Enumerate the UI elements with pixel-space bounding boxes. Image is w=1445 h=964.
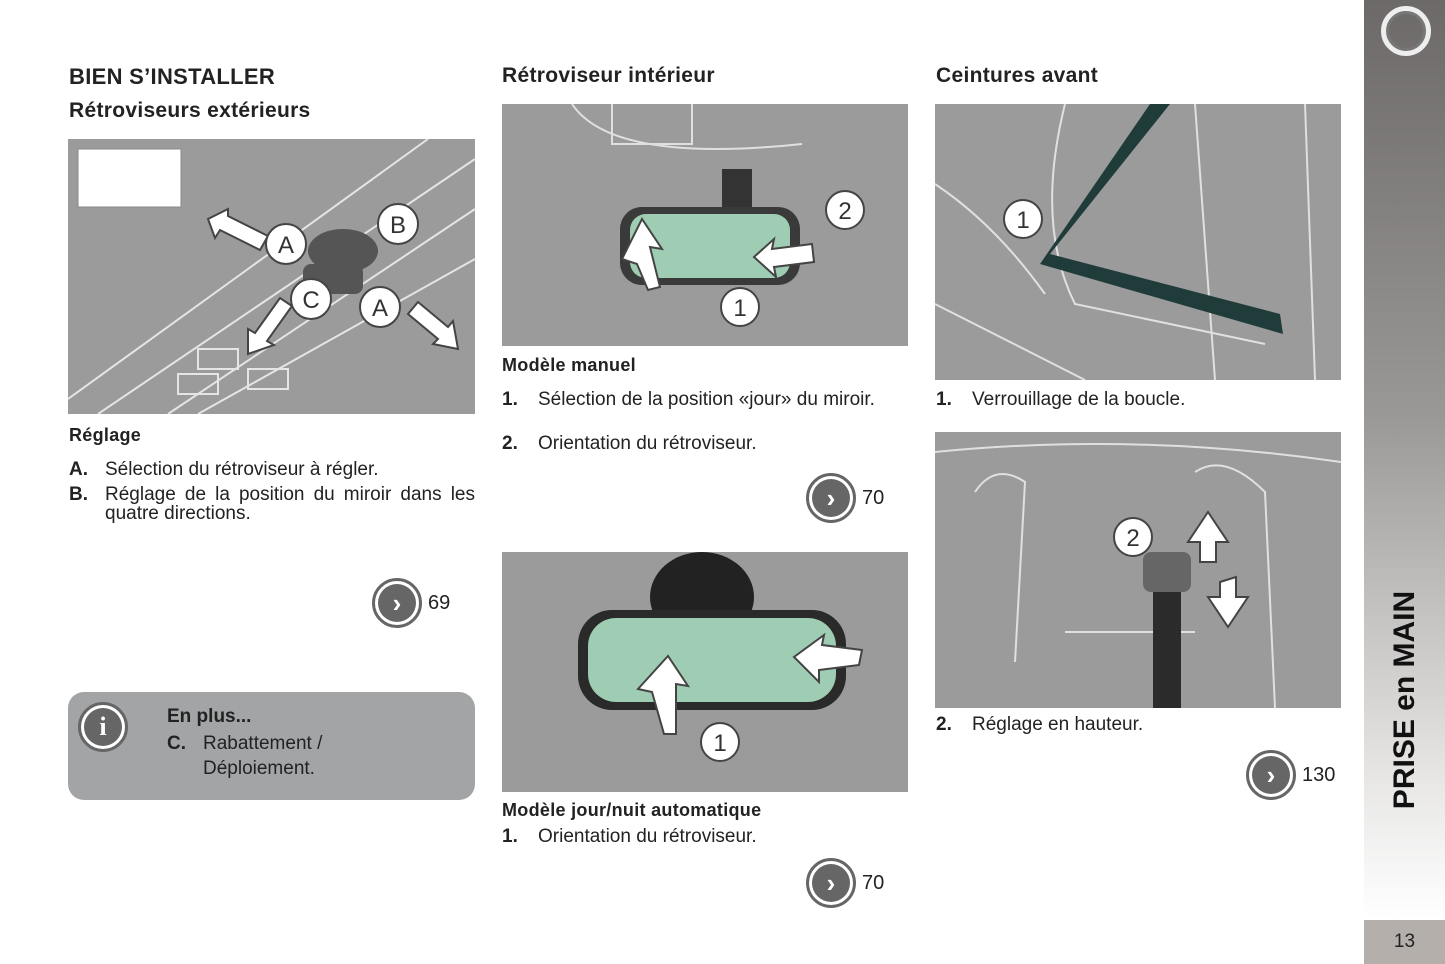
section-title: BIEN S’INSTALLER [69,64,276,89]
chevron-right-icon: › [806,473,856,523]
subheading-manual: Modèle manuel [502,355,636,375]
callout-1: 1 [733,295,746,322]
heading-exterior-mirrors: Rétroviseurs extérieurs [69,99,311,122]
callout-a-right: A [372,295,388,322]
figure-auto-mirror: 1 [502,552,908,792]
callout-b: B [390,212,406,239]
list-item: A.Sélection du rétroviseur à régler. [69,459,379,480]
info-box: i En plus... C.Rabattement / Déploiement… [68,692,475,800]
subheading-auto: Modèle jour/nuit automatique [502,800,762,820]
list-item: 1.Orientation du rétroviseur. [502,826,757,847]
callout-c: C [302,287,319,314]
heading-interior-mirror: Rétroviseur intérieur [502,64,715,87]
list-item: 2.Réglage en hauteur. [936,714,1144,735]
chapter-tab [1364,0,1445,920]
chevron-right-icon: › [372,578,422,628]
list-item: 2.Orientation du rétroviseur. [502,433,757,454]
callout-1: 1 [713,730,726,757]
chapter-title: PRISE en MAIN [1388,590,1421,810]
list-item: 1.Verrouillage de la boucle. [936,389,1186,410]
page-reference-130[interactable]: ›130 [1246,750,1335,800]
info-title: En plus... [167,706,252,727]
callout-a: A [278,232,294,259]
figure-belt-buckle: 1 [935,104,1341,380]
info-item: C.Rabattement / Déploiement. [167,733,323,779]
callout-1: 1 [1016,207,1029,234]
page-reference-70-auto[interactable]: ›70 [806,858,884,908]
heading-front-belts: Ceintures avant [936,64,1099,87]
chapter-ring-icon [1381,6,1431,56]
chevron-right-icon: › [1246,750,1296,800]
list-item: 1.Sélection de la position «jour» du mir… [502,389,875,410]
subheading-reglage: Réglage [69,425,142,445]
figure-belt-height: 2 [935,432,1341,708]
page-reference-69[interactable]: ›69 [372,578,450,628]
page-number: 13 [1364,920,1445,964]
figure-mirror-controls: A B C A [68,139,475,414]
chevron-right-icon: › [806,858,856,908]
list-item: B.Réglage de la position du miroir dans … [69,484,475,524]
callout-2: 2 [838,198,851,225]
page-reference-70[interactable]: ›70 [806,473,884,523]
callout-2: 2 [1126,525,1139,552]
